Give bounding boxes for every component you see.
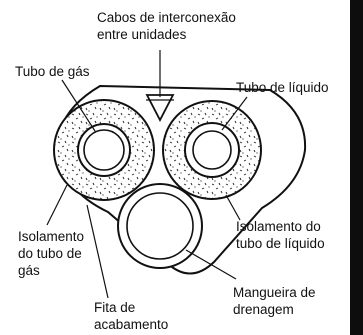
label-gas-insulation-line2: do tubo de [18,246,82,261]
label-gas-insulation-line3: gás [18,263,40,278]
page-edge-bar [350,0,363,335]
label-finishing-tape-line1: Fita de [94,300,136,315]
leader-line-gas-tube [61,79,96,132]
label-finishing-tape-line2: acabamento [94,317,169,332]
label-drain-hose-line1: Mangueira de [233,285,316,300]
leader-line-finishing-tape [86,204,109,299]
label-liquid-insulation-line1: Isolamento do [236,219,321,234]
label-interconnection-cables-line1: Cabos de interconexão [97,10,236,25]
leader-line-liquid-tube [221,96,248,131]
label-drain-hose-line2: drenagem [233,302,294,317]
liquid-tube-inner [192,130,232,170]
gas-tube-inner [83,129,125,171]
label-liquid-insulation-line2: tubo de líquido [236,236,325,251]
label-gas-tube: Tubo de gás [15,64,90,79]
leader-line-drain-hose [185,249,237,280]
drain-hose-inner [126,192,194,260]
label-gas-insulation-line1: Isolamento [18,229,85,244]
label-liquid-tube: Tubo de líquido [236,80,329,95]
leader-line-liquid-insulation [225,194,241,221]
leader-line-gas-insulation [46,184,68,226]
label-interconnection-cables-line2: entre unidades [97,27,187,42]
